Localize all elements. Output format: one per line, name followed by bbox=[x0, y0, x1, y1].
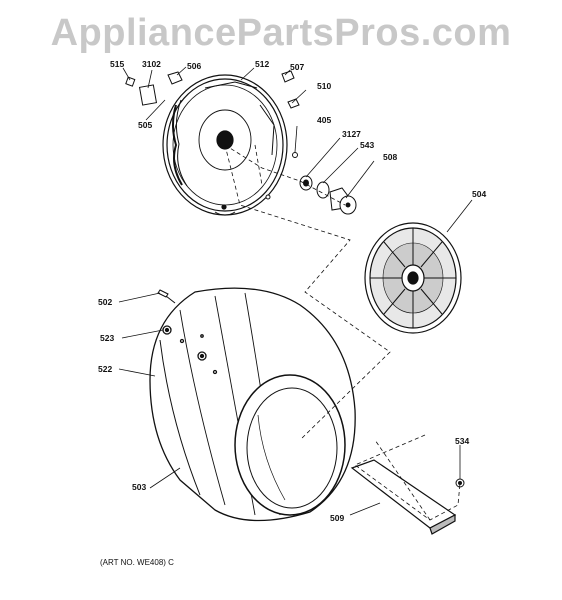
part-506-thermostat bbox=[167, 71, 183, 85]
callout-515: 515 bbox=[110, 59, 124, 69]
callout-522: 522 bbox=[98, 364, 112, 374]
drum-body[interactable] bbox=[149, 287, 356, 522]
callout-3127: 3127 bbox=[342, 129, 361, 139]
bulkhead-hardware bbox=[125, 70, 357, 215]
callout-leaders bbox=[118, 66, 473, 516]
part-507-thermostat bbox=[281, 70, 295, 83]
site-watermark: AppliancePartsPros.com bbox=[50, 12, 512, 54]
callout-510: 510 bbox=[317, 81, 331, 91]
part-3102-plate bbox=[138, 84, 158, 106]
callout-506: 506 bbox=[187, 61, 201, 71]
bulkhead-screw bbox=[265, 194, 271, 200]
part-405-screw bbox=[292, 152, 298, 158]
assembly-guide-lines bbox=[224, 144, 461, 521]
callout-503: 503 bbox=[132, 482, 146, 492]
part-502-screw bbox=[157, 289, 176, 304]
callout-512: 512 bbox=[255, 59, 269, 69]
callout-509: 509 bbox=[330, 513, 344, 523]
part-509-drum-baffle[interactable] bbox=[350, 459, 457, 535]
callout-523: 523 bbox=[100, 333, 114, 343]
callout-505: 505 bbox=[138, 120, 152, 130]
callout-3102: 3102 bbox=[142, 59, 161, 69]
callout-508: 508 bbox=[383, 152, 397, 162]
callout-543: 543 bbox=[360, 140, 374, 150]
part-510-fuse bbox=[287, 98, 300, 109]
drum-rear-disk[interactable] bbox=[364, 222, 462, 334]
part-543-bearing bbox=[316, 181, 330, 199]
callout-534: 534 bbox=[455, 436, 469, 446]
callout-labels: 515 3102 506 512 507 510 505 405 3127 54… bbox=[98, 59, 486, 523]
callout-504: 504 bbox=[472, 189, 486, 199]
part-515-clip bbox=[125, 76, 136, 87]
callout-502: 502 bbox=[98, 297, 112, 307]
art-number-label: (ART NO. WE408) C bbox=[100, 558, 174, 567]
callout-405: 405 bbox=[317, 115, 331, 125]
callout-507: 507 bbox=[290, 62, 304, 72]
